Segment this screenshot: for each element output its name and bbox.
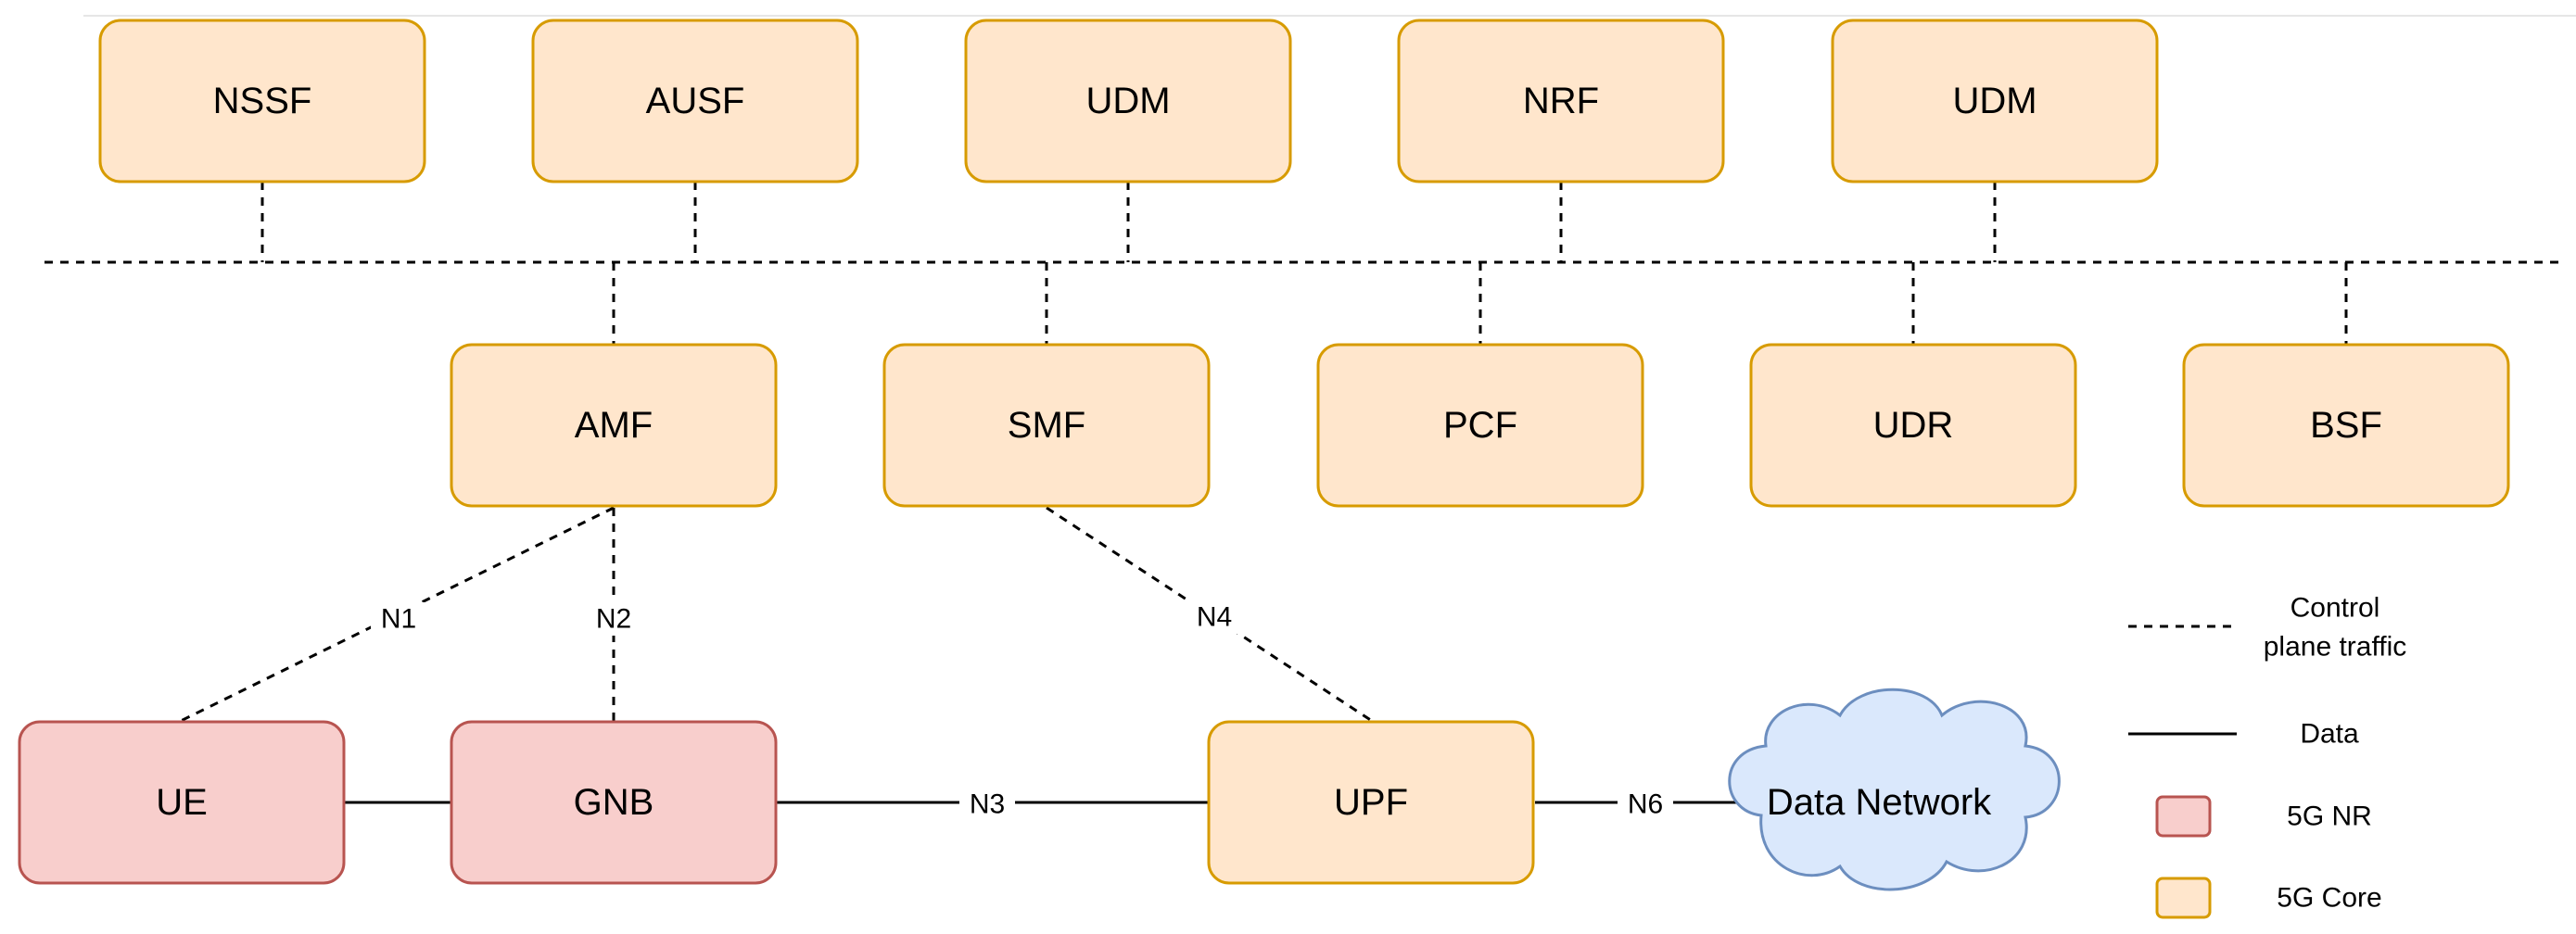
svg-text:UDM: UDM (1952, 81, 2037, 121)
mid-connectors (612, 262, 2348, 345)
legend-control-label-2: plane traffic (2264, 632, 2407, 663)
legend-nr-swatch (2155, 795, 2212, 838)
node-pcf: PCF (1316, 343, 1644, 508)
edge-label-n4: N4 (1197, 602, 1232, 633)
node-nssf: NSSF (98, 19, 426, 183)
node-bsf: BSF (2182, 343, 2510, 508)
node-upf: UPF (1207, 720, 1535, 885)
legend: Control plane traffic Data 5G NR 5G Core (2128, 593, 2407, 919)
legend-core-label: 5G Core (2277, 883, 2381, 914)
node-ue: UE (18, 720, 346, 885)
legend-nr-label: 5G NR (2287, 801, 2372, 832)
edge-label-n3: N3 (970, 789, 1005, 820)
svg-text:UE: UE (156, 782, 208, 823)
legend-control-label-1: Control (2290, 593, 2380, 624)
bottom-nodes: UE GNB UPF (18, 720, 1535, 885)
edge-labels: N1 N2 N4 N3 N6 (371, 600, 1673, 821)
top-connectors (260, 182, 1997, 262)
node-ausf: AUSF (531, 19, 859, 183)
data-network-cloud: Data Network (1728, 688, 2061, 891)
svg-text:PCF: PCF (1443, 405, 1517, 446)
svg-text:AUSF: AUSF (646, 81, 745, 121)
edge-label-n1: N1 (381, 604, 416, 635)
svg-text:BSF: BSF (2310, 405, 2382, 446)
top-nodes: NSSF AUSF UDM NRF UDM (98, 19, 2159, 183)
svg-text:UPF: UPF (1334, 782, 1408, 823)
svg-text:AMF: AMF (575, 405, 653, 446)
node-nrf: NRF (1397, 19, 1725, 183)
node-gnb: GNB (450, 720, 778, 885)
edge-label-n2: N2 (596, 604, 631, 635)
node-udm-2: UDM (1831, 19, 2159, 183)
node-udm-1: UDM (964, 19, 1292, 183)
edge-label-n6: N6 (1628, 789, 1663, 820)
data-network-label: Data Network (1767, 782, 1992, 823)
legend-data-label: Data (2300, 719, 2359, 750)
mid-nodes: AMF SMF PCF UDR BSF (450, 343, 2510, 508)
svg-text:SMF: SMF (1008, 405, 1085, 446)
svg-text:GNB: GNB (574, 782, 654, 823)
legend-core-swatch (2155, 877, 2212, 919)
svg-text:NSSF: NSSF (213, 81, 312, 121)
node-amf: AMF (450, 343, 778, 508)
svg-text:UDR: UDR (1873, 405, 1954, 446)
svg-text:UDM: UDM (1085, 81, 1170, 121)
node-udr: UDR (1749, 343, 2077, 508)
svg-text:NRF: NRF (1523, 81, 1599, 121)
node-smf: SMF (882, 343, 1211, 508)
